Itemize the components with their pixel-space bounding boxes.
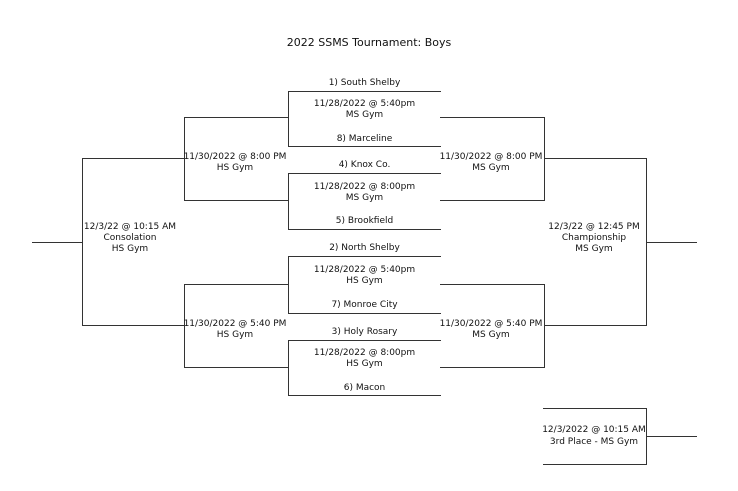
game4-venue: HS Gym [346,359,383,369]
championship-upper-line [544,158,647,159]
semi-left-top-venue: HS Gym [216,163,254,173]
consolation-date: 12/3/22 @ 10:15 AM [83,222,177,232]
consolation-label: Consolation [103,233,157,243]
game2-side-line [288,173,289,230]
page-title: 2022 SSMS Tournament: Boys [286,36,452,49]
consolation-winner-line [32,242,83,243]
game4-bottom-line [288,395,441,396]
semi-left-bottom-venue: HS Gym [216,330,254,340]
game2-venue: MS Gym [345,193,384,203]
third-place-winner-line [646,436,697,437]
game1-side-line [288,91,289,147]
semi-left-bottom-date: 11/30/2022 @ 5:40 PM [183,319,287,329]
game1-bottom-line [288,146,441,147]
championship-lower-line [544,325,647,326]
game4-side-line [288,340,289,396]
game3-top-team: 2) North Shelby [329,243,400,253]
semi-right-top-upper-line [440,117,545,118]
game3-side-line [288,256,289,314]
semi-right-top-venue: MS Gym [472,163,510,173]
consolation-upper-line [82,158,185,159]
semi-right-top-side-line [544,117,545,201]
semi-right-bottom-upper-line [440,284,545,285]
game2-top-team: 4) Knox Co. [338,160,391,170]
semi-left-bottom-lower-line [184,367,289,368]
game1-top-line [288,91,441,92]
semi-right-top-lower-line [440,200,545,201]
game2-date: 11/28/2022 @ 8:00pm [313,182,416,192]
consolation-venue: HS Gym [111,244,149,254]
semi-left-top-date: 11/30/2022 @ 8:00 PM [183,152,287,162]
third-place-label: 3rd Place - MS Gym [549,437,639,447]
game2-bottom-team: 5) Brookfield [335,216,394,226]
third-place-date: 12/3/2022 @ 10:15 AM [542,425,646,435]
game1-bottom-team: 8) Marceline [336,134,393,144]
semi-right-bottom-side-line [544,284,545,368]
semi-right-bottom-lower-line [440,367,545,368]
third-place-lower-line [543,464,647,465]
game2-bottom-line [288,229,441,230]
game1-top-team: 1) South Shelby [328,78,401,88]
championship-venue: MS Gym [575,244,613,254]
semi-left-top-side-line [184,117,185,201]
semi-left-bottom-upper-line [184,284,289,285]
championship-winner-line [646,242,697,243]
game1-venue: MS Gym [345,110,384,120]
championship-label: Championship [561,233,627,243]
semi-left-top-lower-line [184,200,289,201]
consolation-lower-line [82,325,185,326]
semi-right-top-date: 11/30/2022 @ 8:00 PM [439,152,543,162]
game4-date: 11/28/2022 @ 8:00pm [313,348,416,358]
semi-left-top-upper-line [184,117,289,118]
game3-venue: HS Gym [346,276,383,286]
game4-bottom-team: 6) Macon [343,383,386,393]
semi-right-bottom-date: 11/30/2022 @ 5:40 PM [439,319,543,329]
game3-top-line [288,256,441,257]
game3-bottom-team: 7) Monroe City [331,300,398,310]
semi-right-bottom-venue: MS Gym [472,330,510,340]
game3-bottom-line [288,313,441,314]
semi-left-bottom-side-line [184,284,185,368]
game1-date: 11/28/2022 @ 5:40pm [313,99,416,109]
championship-date: 12/3/22 @ 12:45 PM [548,222,640,232]
game2-top-line [288,173,441,174]
third-place-upper-line [543,408,647,409]
game3-date: 11/28/2022 @ 5:40pm [313,265,416,275]
game4-top-team: 3) Holy Rosary [331,327,398,337]
game4-top-line [288,340,441,341]
